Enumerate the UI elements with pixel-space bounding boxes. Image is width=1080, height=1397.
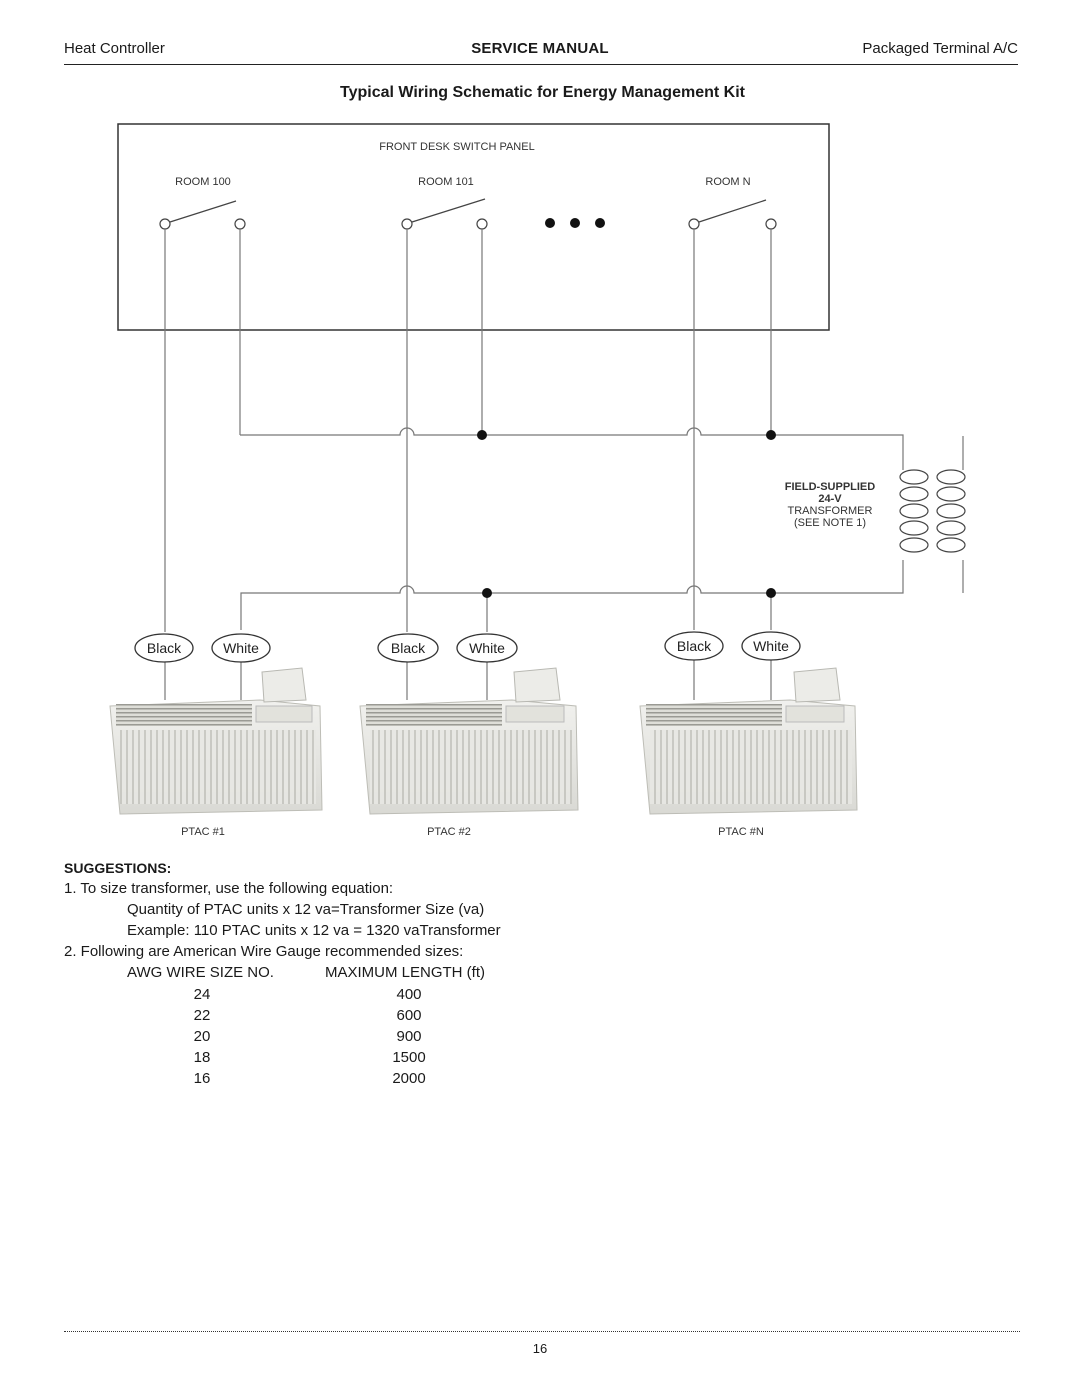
black-wire-label-1: Black xyxy=(147,640,182,656)
transformer-coils xyxy=(899,469,966,553)
room-label-n: ROOM N xyxy=(705,176,750,188)
suggestions-title: SUGGESTIONS: xyxy=(64,860,172,876)
wiring-lines xyxy=(164,229,964,700)
room-switch-n xyxy=(688,199,777,230)
table-row-length: 600 xyxy=(396,1007,422,1024)
transformer-label-4: (SEE NOTE 1) xyxy=(794,517,866,529)
unit-label-2: PTAC #2 xyxy=(427,826,471,838)
header-company: Heat Controller xyxy=(64,40,165,57)
table-row-length: 1500 xyxy=(392,1049,426,1066)
awg-column-header: AWG WIRE SIZE NO. xyxy=(127,964,274,981)
table-row-awg: 16 xyxy=(193,1070,211,1087)
suggestion-1-example: Example: 110 PTAC units x 12 va = 1320 v… xyxy=(127,922,501,939)
room-label-1: ROOM 100 xyxy=(175,176,231,188)
footer-rule xyxy=(64,1331,1020,1332)
transformer-label-3: TRANSFORMER xyxy=(788,505,873,517)
length-column-header: MAXIMUM LENGTH (ft) xyxy=(325,964,485,981)
table-row-length: 2000 xyxy=(392,1070,426,1087)
ptac-unit-2-image xyxy=(359,667,579,815)
switch-panel-box xyxy=(117,123,830,331)
ellipsis-dots xyxy=(545,218,605,228)
room-switch-1 xyxy=(159,200,246,230)
room-switch-2 xyxy=(401,198,488,230)
unit-label-n: PTAC #N xyxy=(718,826,764,838)
ptac-unit-n-image xyxy=(639,667,858,815)
unit-label-1: PTAC #1 xyxy=(181,826,225,838)
black-wire-label-2: Black xyxy=(391,640,426,656)
transformer-label-1: FIELD-SUPPLIED xyxy=(785,481,876,493)
header-title: SERVICE MANUAL xyxy=(471,40,609,57)
suggestion-2: 2. Following are American Wire Gauge rec… xyxy=(64,943,464,960)
wire-labels-unit-1: Black White xyxy=(134,633,271,663)
junction-dots xyxy=(477,430,776,598)
wire-labels-unit-2: Black White xyxy=(377,633,518,663)
header-product: Packaged Terminal A/C xyxy=(862,40,1018,57)
suggestion-1-formula: Quantity of PTAC units x 12 va=Transform… xyxy=(127,901,485,918)
table-row-length: 400 xyxy=(396,986,422,1003)
table-row-awg: 20 xyxy=(193,1028,211,1045)
black-wire-label-n: Black xyxy=(677,638,712,654)
transformer-label-2: 24-V xyxy=(818,493,842,505)
suggestion-1: 1. To size transformer, use the followin… xyxy=(64,880,394,897)
panel-label: FRONT DESK SWITCH PANEL xyxy=(379,141,534,153)
wiring-schematic: FRONT DESK SWITCH PANEL ROOM 100 ROOM 10… xyxy=(109,123,966,838)
table-row-awg: 22 xyxy=(193,1007,211,1024)
room-label-2: ROOM 101 xyxy=(418,176,474,188)
table-row-awg: 24 xyxy=(193,986,211,1003)
table-row-length: 900 xyxy=(396,1028,422,1045)
table-row-awg: 18 xyxy=(193,1049,211,1066)
wire-labels-unit-n: Black White xyxy=(664,631,801,661)
white-wire-label-n: White xyxy=(753,638,789,654)
white-wire-label-1: White xyxy=(223,640,259,656)
ptac-unit-1-image xyxy=(109,667,323,815)
white-wire-label-2: White xyxy=(469,640,505,656)
diagram-title: Typical Wiring Schematic for Energy Mana… xyxy=(340,84,745,101)
page-number: 16 xyxy=(532,1341,548,1356)
header-rule xyxy=(64,64,1018,65)
